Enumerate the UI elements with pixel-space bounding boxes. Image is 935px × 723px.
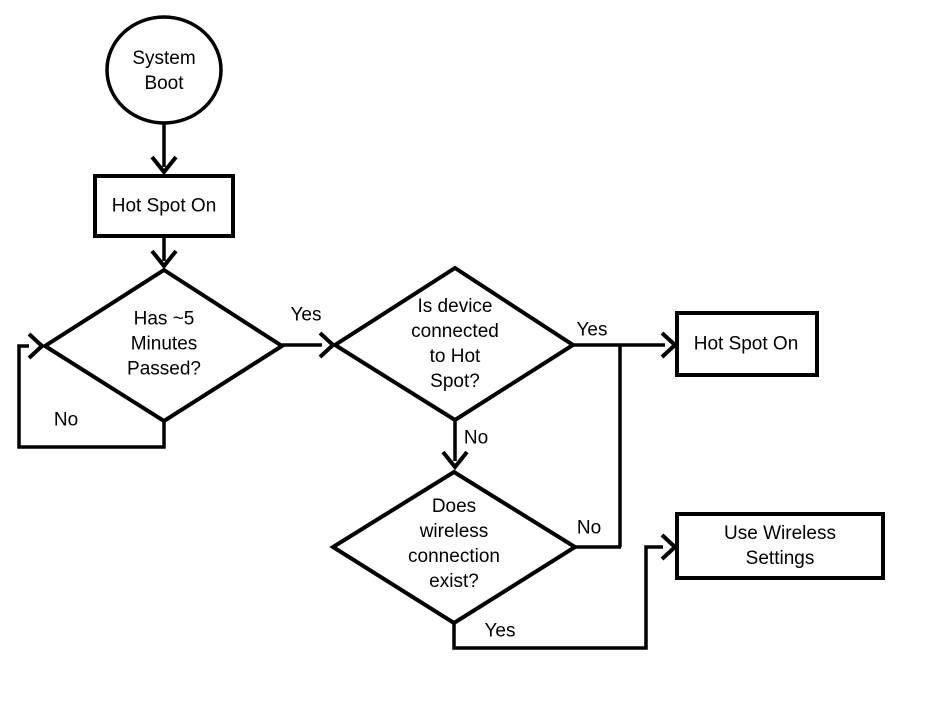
does-wireless-exist-label: Does wireless connection exist? bbox=[408, 496, 500, 592]
does-wireless-exist-diamond bbox=[329, 469, 579, 626]
use-wireless-settings-box bbox=[675, 512, 885, 580]
edge-label-wireless-no: No bbox=[576, 517, 602, 539]
system-boot-label: System Boot bbox=[132, 48, 196, 94]
edge-line bbox=[17, 344, 166, 449]
arrow-right-icon bbox=[660, 533, 678, 561]
hot-spot-on-label-2: Hot Spot On bbox=[693, 333, 799, 355]
edge-label-connected-no: No bbox=[463, 427, 489, 449]
arrow-down-icon bbox=[150, 249, 178, 270]
arrow-right-icon bbox=[27, 332, 45, 360]
edge-hotspot-to-minutes bbox=[150, 236, 178, 270]
edge-label-minutes-no: No bbox=[53, 409, 79, 431]
system-boot-circle bbox=[105, 15, 223, 125]
has-minutes-passed-diamond bbox=[41, 267, 286, 424]
edge-connected-no bbox=[441, 420, 469, 471]
is-device-connected-diamond bbox=[331, 265, 577, 423]
edge-line bbox=[452, 545, 663, 650]
hot-spot-on-box-1 bbox=[93, 174, 235, 238]
hot-spot-on-box-2 bbox=[675, 311, 819, 377]
edge-label-wireless-yes: Yes bbox=[484, 620, 516, 642]
has-minutes-passed-label: Has ~5 Minutes Passed? bbox=[127, 308, 201, 380]
arrow-down-icon bbox=[441, 450, 469, 471]
arrow-down-icon bbox=[150, 155, 178, 176]
edge-minutes-yes bbox=[282, 331, 336, 359]
edge-label-connected-yes: Yes bbox=[576, 319, 608, 341]
is-device-connected-label: Is device connected to Hot Spot? bbox=[411, 296, 499, 392]
hot-spot-on-label-1: Hot Spot On bbox=[111, 195, 217, 217]
edge-label-minutes-yes: Yes bbox=[290, 304, 322, 326]
use-wireless-settings-label: Use Wireless Settings bbox=[724, 523, 836, 569]
edge-boot-to-hotspot bbox=[150, 123, 178, 176]
